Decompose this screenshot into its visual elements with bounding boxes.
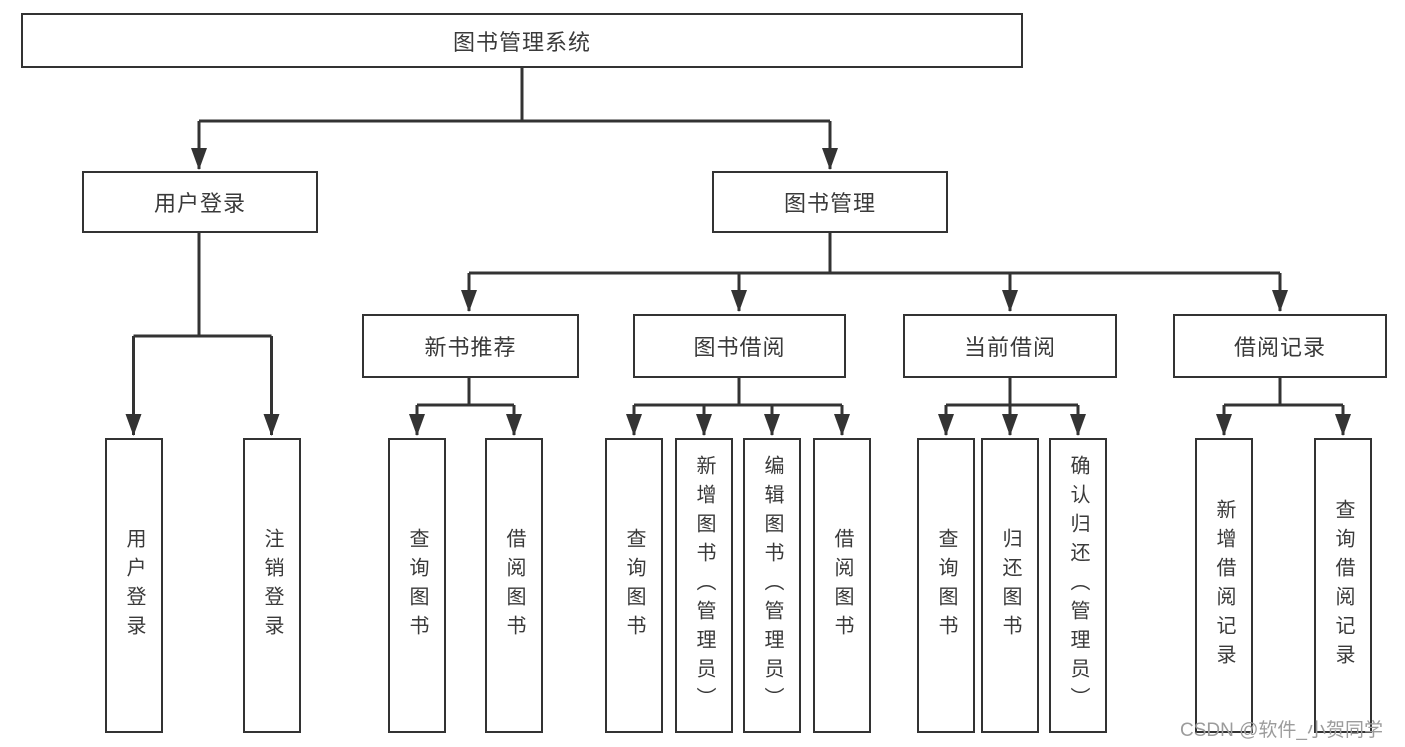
leaf-edit-book-admin: 编辑图书（管理员） [743,438,801,733]
watermark: CSDN @软件_小贺同学 [1180,720,1383,741]
node-borrow-records: 借阅记录 [1173,314,1387,378]
leaf-query-books-borrow: 查询图书 [605,438,663,733]
node-root: 图书管理系统 [21,13,1023,68]
node-user-login: 用户登录 [82,171,318,233]
node-book-management: 图书管理 [712,171,948,233]
leaf-borrow-books-recommend: 借阅图书 [485,438,543,733]
leaf-confirm-return-admin: 确认归还（管理员） [1049,438,1107,733]
leaf-logout: 注销登录 [243,438,301,733]
leaf-user-login: 用户登录 [105,438,163,733]
leaf-return-books: 归还图书 [981,438,1039,733]
node-new-book-recommend: 新书推荐 [362,314,579,378]
node-book-borrow: 图书借阅 [633,314,846,378]
leaf-query-books-current: 查询图书 [917,438,975,733]
leaf-query-borrow-record: 查询借阅记录 [1314,438,1372,733]
leaf-query-books-recommend: 查询图书 [388,438,446,733]
node-current-borrow: 当前借阅 [903,314,1117,378]
connector-trunks [133,68,1343,407]
leaf-add-book-admin: 新增图书（管理员） [675,438,733,733]
leaf-add-borrow-record: 新增借阅记录 [1195,438,1253,733]
leaf-borrow-books: 借阅图书 [813,438,871,733]
